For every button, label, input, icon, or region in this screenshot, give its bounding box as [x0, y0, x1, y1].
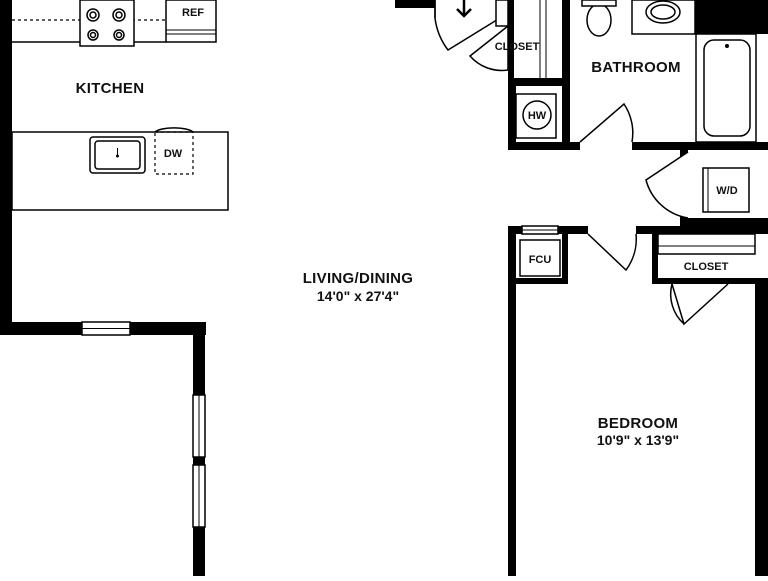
toilet: [586, 3, 612, 37]
bedroom-closet-door: [671, 283, 729, 326]
kitchen-label: KITCHEN: [76, 80, 145, 97]
entry-wall-top: [395, 0, 435, 8]
laundry: [645, 151, 750, 219]
ref-label: REF: [182, 7, 204, 19]
windows: [81, 225, 559, 528]
entry-arrow-icon: [456, 8, 472, 18]
living-label: LIVING/DINING: [303, 270, 414, 287]
bedroom-fixtures: [519, 233, 756, 326]
bedroom-label: BEDROOM: [598, 415, 678, 432]
bath-left-wall: [562, 0, 570, 150]
hw-label: HW: [528, 110, 547, 122]
fcu-bottom-wall: [508, 278, 568, 284]
entry-area: [434, 0, 557, 139]
fcu-unit: [519, 239, 561, 277]
sink: [89, 136, 146, 174]
bath-corner-block: [695, 0, 768, 34]
bedroom-closet-bottom-wall: [652, 278, 768, 284]
kitchen-fixtures: [11, 0, 229, 211]
entry-closet-label: CLOSET: [495, 41, 540, 53]
laundry-door: [645, 151, 689, 219]
range: [79, 0, 135, 47]
left-wall-upper: [0, 0, 12, 330]
fcu-right-wall: [562, 230, 568, 282]
water-heater: [522, 100, 552, 130]
entry-door: [434, 0, 501, 51]
dw-label: DW: [164, 148, 183, 160]
bedroom-door: [587, 233, 637, 272]
washer-dryer: [702, 167, 750, 213]
bathroom-label: BATHROOM: [591, 59, 681, 76]
closet-wall: [508, 0, 514, 80]
laundry-bottom-wall: [680, 218, 768, 226]
closet-bottom-wall: [508, 78, 570, 86]
kitchen-island: [11, 131, 229, 211]
bedroom-closet-label: CLOSET: [684, 261, 729, 273]
bath-door: [579, 102, 634, 143]
bath-bottom-wall-left: [508, 142, 580, 150]
bedroom-closet-shelf: [657, 233, 756, 255]
dishwasher: [154, 131, 194, 175]
living-dimensions: 14'0" x 27'4": [317, 288, 399, 304]
bathtub: [695, 33, 757, 143]
bath-bottom-wall-right: [632, 142, 768, 150]
refrigerator: [165, 0, 217, 43]
bedroom-top-wall-right: [636, 226, 768, 234]
wd-label: W/D: [716, 185, 737, 197]
bedroom-closet-left-wall: [652, 230, 658, 282]
bedroom-left-wall: [508, 226, 516, 576]
fcu-label: FCU: [529, 254, 552, 266]
closet-door: [468, 24, 509, 72]
hw-closet: [515, 93, 557, 139]
hw-closet-wall: [508, 84, 516, 150]
bedroom-dimensions: 10'9" x 13'9": [597, 432, 679, 448]
bedroom-right-wall: [755, 284, 768, 576]
bathroom-fixtures: [579, 0, 757, 143]
